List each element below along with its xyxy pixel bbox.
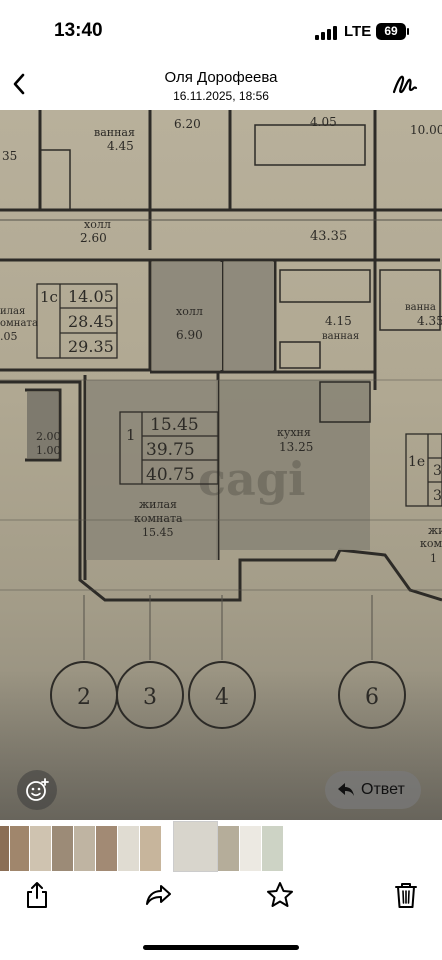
battery-tip bbox=[407, 28, 409, 35]
plan-label: 28.45 bbox=[68, 312, 114, 331]
markup-button[interactable] bbox=[390, 70, 420, 98]
plan-label: 43.35 bbox=[310, 229, 347, 244]
plan-label: ванна bbox=[405, 302, 436, 313]
plan-label: 10.00 bbox=[410, 123, 442, 137]
thumbnail[interactable] bbox=[140, 826, 161, 871]
plan-label: жилая bbox=[139, 498, 177, 511]
thumbnail[interactable] bbox=[0, 826, 9, 871]
network-type: LTE bbox=[344, 23, 372, 40]
favorite-button[interactable] bbox=[265, 880, 295, 910]
thumbnail[interactable] bbox=[30, 826, 51, 871]
plan-label: 35 bbox=[2, 149, 17, 163]
plan-label: 4.15 bbox=[325, 314, 352, 328]
nav-header: Оля Дорофеева 16.11.2025, 18:56 bbox=[0, 62, 442, 108]
share-button[interactable] bbox=[22, 880, 52, 910]
reply-button[interactable]: Ответ bbox=[325, 771, 421, 809]
cellular-signal-icon bbox=[315, 26, 337, 40]
delete-button[interactable] bbox=[391, 880, 421, 910]
thumbnail[interactable] bbox=[173, 821, 218, 872]
plan-label: 1.00 bbox=[36, 444, 61, 457]
thumbnail[interactable] bbox=[52, 826, 73, 871]
thumbnail-strip[interactable] bbox=[0, 821, 442, 872]
photo-viewer[interactable]: ванная 4.45 35 6.20 4.05 10.00 холл 2.60… bbox=[0, 110, 442, 820]
plan-label: омната bbox=[0, 318, 38, 329]
plan-label: 29.35 bbox=[68, 337, 114, 356]
forward-icon bbox=[146, 885, 171, 905]
plan-label: холл bbox=[84, 218, 111, 231]
plan-label: 4.35 bbox=[417, 314, 442, 328]
plan-label: 2.00 bbox=[36, 430, 61, 443]
plan-label: жи bbox=[428, 524, 442, 537]
plan-label: ванная bbox=[94, 126, 135, 139]
plan-label: 15.45 bbox=[142, 526, 174, 539]
thumbnail[interactable] bbox=[284, 826, 305, 871]
plan-label: комната bbox=[134, 512, 183, 525]
back-button[interactable] bbox=[8, 70, 34, 98]
home-indicator[interactable] bbox=[143, 945, 299, 950]
plan-label: 15.45 bbox=[150, 415, 199, 435]
thumbnail[interactable] bbox=[240, 826, 261, 871]
plan-label: ванная bbox=[322, 331, 359, 342]
thumbnail[interactable] bbox=[118, 826, 139, 871]
thumbnail[interactable] bbox=[74, 826, 95, 871]
star-icon bbox=[267, 882, 293, 907]
floorplan-image: ванная 4.45 35 6.20 4.05 10.00 холл 2.60… bbox=[0, 110, 442, 729]
add-reaction-icon bbox=[26, 778, 49, 801]
plan-watermark: cagi bbox=[198, 452, 305, 506]
thumbnail[interactable] bbox=[162, 826, 173, 871]
plan-label: 3 bbox=[433, 463, 442, 479]
sender-name: Оля Дорофеева bbox=[164, 69, 278, 86]
thumbnail[interactable] bbox=[262, 826, 283, 871]
axis-label: 3 bbox=[143, 685, 157, 710]
battery-icon: 69 bbox=[376, 23, 406, 40]
forward-button[interactable] bbox=[144, 880, 174, 910]
plan-label: комна bbox=[420, 537, 442, 550]
plan-label: 4.45 bbox=[107, 139, 134, 153]
status-time: 13:40 bbox=[54, 20, 103, 41]
plan-label: 2.60 bbox=[80, 231, 107, 245]
thumbnail[interactable] bbox=[218, 826, 239, 871]
trash-icon bbox=[395, 883, 417, 908]
thumbnail[interactable] bbox=[96, 826, 117, 871]
axis-label: 2 bbox=[77, 685, 91, 710]
plan-label: 3 bbox=[433, 488, 442, 504]
reply-label: Ответ bbox=[361, 781, 405, 798]
markup-scribble-icon bbox=[392, 75, 418, 94]
plan-label: 6.20 bbox=[174, 117, 201, 131]
plan-label: холл bbox=[176, 305, 203, 318]
plan-label: 39.75 bbox=[146, 440, 195, 460]
plan-label: 1 bbox=[430, 552, 437, 565]
plan-label: .05 bbox=[0, 330, 18, 343]
plan-label: 13.25 bbox=[279, 440, 313, 454]
plan-label: 1 bbox=[126, 426, 136, 444]
message-timestamp: 16.11.2025, 18:56 bbox=[173, 89, 269, 103]
plan-label: 1c bbox=[40, 288, 58, 306]
bottom-toolbar bbox=[0, 872, 442, 932]
chevron-left-icon bbox=[13, 73, 25, 95]
plan-label: 40.75 bbox=[146, 465, 195, 485]
plan-label: 14.05 bbox=[68, 287, 114, 306]
plan-label: 6.90 bbox=[176, 328, 203, 342]
status-bar: 13:40 LTE 69 bbox=[0, 0, 442, 62]
thumbnail[interactable] bbox=[10, 826, 29, 871]
plan-label: 1е bbox=[408, 454, 425, 470]
plan-label: кухня bbox=[277, 426, 311, 439]
share-icon bbox=[27, 882, 47, 908]
axis-label: 4 bbox=[215, 685, 229, 710]
plan-label: 4.05 bbox=[310, 115, 337, 129]
add-reaction-button[interactable] bbox=[17, 770, 57, 810]
plan-label: илая bbox=[0, 306, 25, 317]
reply-arrow-icon bbox=[338, 783, 354, 796]
axis-label: 6 bbox=[365, 685, 379, 710]
